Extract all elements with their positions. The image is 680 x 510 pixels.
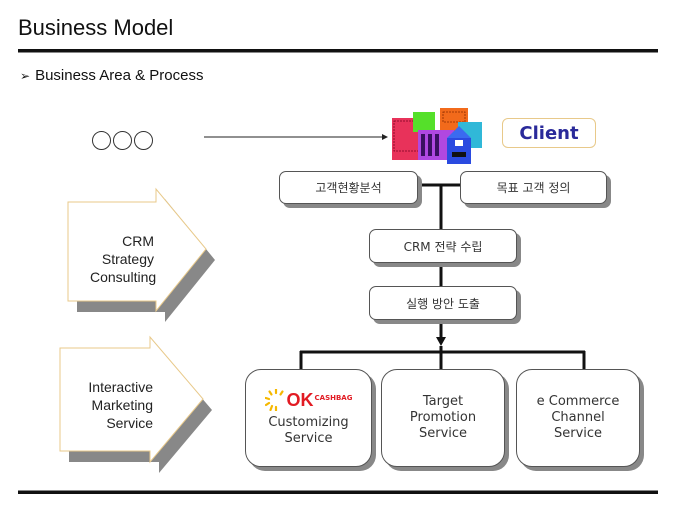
footer-divider [18,491,658,494]
area-line: Strategy [101,251,154,267]
service-ecommerce-channel: e Commerce Channel Service [516,369,640,467]
area-line: Marketing [91,397,153,413]
area-arrow-interactive [59,335,212,473]
page-title: Business Model [18,15,174,40]
area-line: Consulting [90,269,157,285]
area-line: Service [106,415,153,431]
step-action-plan: 실행 방안 도출 [369,286,517,320]
service-line: Target [422,394,464,409]
step-target-definition: 목표 고객 정의 [460,171,607,204]
area-label-interactive: Interactive Marketing Service [72,378,153,432]
header-divider [18,49,658,52]
bullet-arrow-icon: ➢ [20,69,31,83]
ok-cashbag-logo: OK CASHBAG [264,389,353,411]
service-line: Channel [551,410,605,425]
service-line: Service [418,426,468,441]
circle-icon [92,131,111,150]
down-arrowhead-icon [436,337,446,346]
section-subtitle-text: Business Area & Process [35,67,204,84]
circle-icon [134,131,153,150]
area-label-crm: CRM Strategy Consulting [90,232,157,286]
source-placeholder [92,131,155,154]
service-customizing: OK CASHBAG Customizing Service [245,369,372,467]
step-customer-analysis: 고객현황분석 [279,171,418,204]
arrowhead-icon [382,134,388,140]
circle-icon [113,131,132,150]
service-target-promotion: Target Promotion Service [381,369,505,467]
area-line: Interactive [88,379,153,395]
service-line: Promotion [409,410,477,425]
service-line: Service [284,431,333,446]
service-line: Service [553,426,603,441]
area-line: CRM [122,233,154,249]
step-crm-strategy: CRM 전략 수립 [369,229,517,263]
sun-rays-icon [264,389,284,411]
cashbag-logo-text: CASHBAG [314,394,353,402]
area-arrow-crm [67,187,215,322]
client-label: Client [502,118,596,148]
service-line: Customizing [268,415,349,430]
section-subtitle: ➢ Business Area & Process [20,67,203,84]
ok-logo-text: OK [286,390,314,410]
buildings-icon [392,108,482,164]
service-line: e Commerce [536,394,620,409]
